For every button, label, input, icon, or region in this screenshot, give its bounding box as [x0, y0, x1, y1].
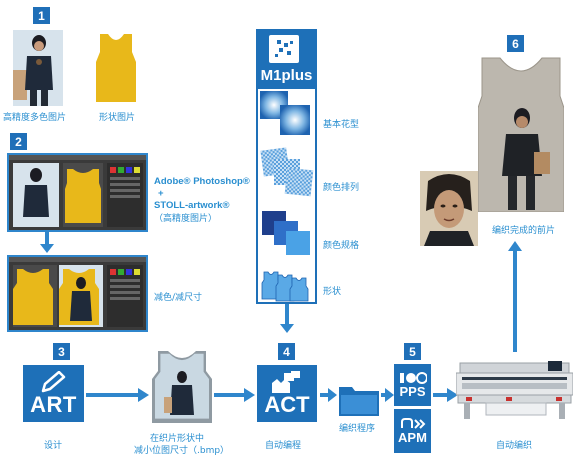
bitmap-caption-line1: 在织片形状中 — [150, 434, 205, 444]
hires-caption: 高精度多色图片 — [3, 113, 67, 123]
photoshop-label: Adobe® Photoshop® + STOLL-artwork® （高精度图… — [154, 176, 250, 224]
m1plus-item-shape: 形状 — [323, 287, 342, 297]
hires-photo — [13, 30, 63, 106]
step-badge-1: 1 — [33, 7, 50, 24]
arrow-art-to-bitmap — [86, 388, 150, 402]
face-closeup-image — [420, 171, 478, 246]
art-box: ART — [23, 365, 84, 422]
m1plus-item-color-arrangement: 颜色排列 — [323, 183, 360, 193]
arrow-pps-to-machine — [433, 388, 459, 402]
folder-icon — [338, 383, 380, 417]
pps-box: PPS — [394, 364, 431, 406]
act-box: ACT — [257, 365, 317, 422]
pps-icon — [399, 371, 427, 384]
step-badge-6: 6 — [507, 35, 524, 52]
software-line1: Adobe® Photoshop® — [154, 176, 250, 187]
art-caption: 设计 — [44, 441, 63, 451]
m1plus-logo-icon — [269, 35, 299, 63]
shape-caption: 形状图片 — [99, 113, 136, 123]
m1plus-panel: M1plus — [256, 29, 317, 304]
photoshop-screenshot-1 — [7, 153, 148, 232]
pencil-icon — [41, 370, 65, 392]
arrow-down-m1plus — [280, 304, 294, 334]
machine-caption: 自动编织 — [496, 441, 533, 451]
apm-box: APM — [394, 409, 431, 453]
knitting-machine-image — [456, 359, 573, 421]
knitted-front-panel-image — [478, 56, 564, 212]
result-caption: 编织完成的前片 — [492, 226, 556, 236]
photoshop-screenshot-2 — [7, 255, 148, 332]
arrow-program-to-pps — [381, 388, 395, 402]
arrow-act-to-program — [320, 388, 338, 402]
bitmap-caption-line2: 减小位图尺寸（.bmp） — [134, 446, 230, 456]
shape-image — [96, 32, 136, 104]
step-badge-5: 5 — [404, 343, 421, 360]
step-badge-4: 4 — [278, 343, 295, 360]
software-line3: STOLL-artwork® — [154, 200, 230, 211]
software-line2: + — [158, 188, 164, 199]
act-caption: 自动编程 — [265, 441, 302, 451]
arrow-up-machine — [508, 240, 522, 352]
act-label: ACT — [264, 391, 310, 417]
m1plus-item-basic-pattern: 基本花型 — [323, 120, 360, 130]
act-shapes-icon — [272, 370, 300, 393]
m1plus-content-area — [258, 89, 315, 302]
step-badge-2: 2 — [10, 133, 27, 150]
apm-icon — [400, 417, 425, 429]
program-caption: 编织程序 — [339, 424, 376, 434]
bitmap-preview — [152, 349, 212, 423]
m1plus-title: M1plus — [260, 67, 313, 84]
reduce-caption: 减色/减尺寸 — [154, 293, 203, 303]
art-label: ART — [30, 391, 77, 417]
arrow-bitmap-to-act — [214, 388, 256, 402]
apm-label: APM — [398, 429, 427, 445]
software-line4: （高精度图片） — [154, 213, 218, 223]
step-badge-3: 3 — [53, 343, 70, 360]
m1plus-item-color-spec: 颜色规格 — [323, 241, 360, 251]
arrow-down-step2 — [40, 232, 54, 254]
pps-label: PPS — [399, 383, 426, 399]
